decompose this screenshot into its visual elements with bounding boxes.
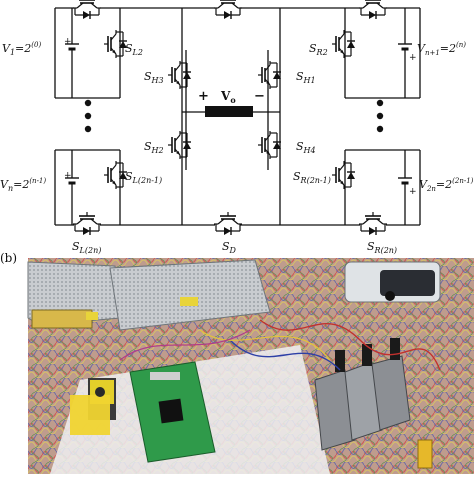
label-sh3: SH3 (144, 70, 164, 85)
label-sr2n: SR(2n) (367, 240, 397, 255)
ellipsis-dots (84, 99, 384, 133)
label-sl2: SL2 (125, 42, 143, 57)
right-lower-cell (280, 149, 421, 236)
prototype-photo (27, 258, 474, 474)
battery-plus-vn1: + (409, 53, 417, 63)
panel-label-b: (b) (0, 251, 17, 265)
power-supply-right (109, 259, 271, 331)
switch-heatsinks (314, 338, 411, 451)
capacitor (417, 439, 433, 469)
label-v2n: V2n=2(2n-1) (419, 177, 474, 193)
label-sr2n1: SR(2n-1) (293, 170, 331, 185)
right-upper-cell (280, 0, 421, 99)
load-plus: + (198, 89, 209, 104)
measurement-device (344, 261, 441, 303)
left-lower-cell (54, 149, 182, 236)
yellow-module (70, 378, 116, 435)
load-minus: − (254, 89, 265, 104)
label-sl2n1: SL(2n-1) (125, 170, 162, 185)
load-resistor (205, 106, 253, 117)
battery-plus-vn: + (64, 171, 72, 181)
circuit-diagram: + + + + V1=2(0) Vn=2(n-1) Vn+1=2(n) V2n=… (0, 0, 474, 255)
label-v1: V1=2(0) (2, 41, 41, 57)
label-sl2n: SL(2n) (72, 240, 101, 255)
h-bridge (167, 0, 282, 236)
label-vo: Vo (220, 89, 236, 105)
label-sh2: SH2 (144, 140, 164, 155)
battery-plus-v1: + (64, 37, 72, 47)
label-vn: Vn=2(n-1) (0, 177, 46, 193)
battery-plus-v2n: + (409, 187, 417, 197)
left-upper-cell (54, 0, 182, 99)
label-sd: SD (222, 240, 237, 255)
label-sh1: SH1 (296, 70, 316, 85)
label-sr2: SR2 (309, 42, 328, 57)
power-supply-left (27, 261, 121, 329)
microcontroller-board (129, 361, 216, 463)
label-vn1: Vn+1=2(n) (417, 41, 466, 57)
label-sh4: SH4 (296, 140, 316, 155)
